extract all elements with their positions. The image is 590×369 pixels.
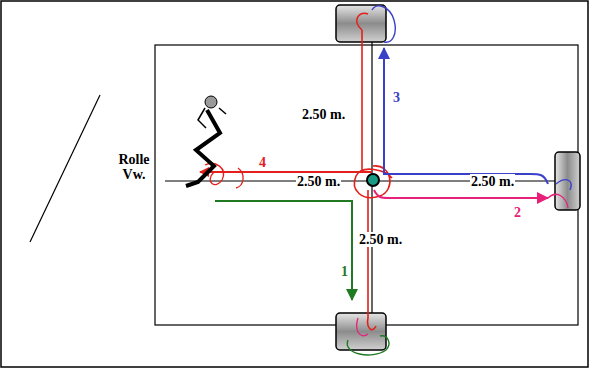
roller-label: Rolle Vw.: [108, 152, 160, 182]
callout-number: 2: [513, 205, 522, 220]
dimension-label: 2.50 m.: [301, 107, 346, 122]
callout-number: 3: [392, 90, 401, 105]
callout-number: 1: [340, 264, 349, 279]
dimension-label: 2.50 m.: [296, 174, 341, 189]
dimension-label: 2.50 m.: [470, 174, 515, 189]
callout-number: 4: [258, 155, 267, 170]
dimension-label: 2.50 m.: [358, 232, 403, 247]
